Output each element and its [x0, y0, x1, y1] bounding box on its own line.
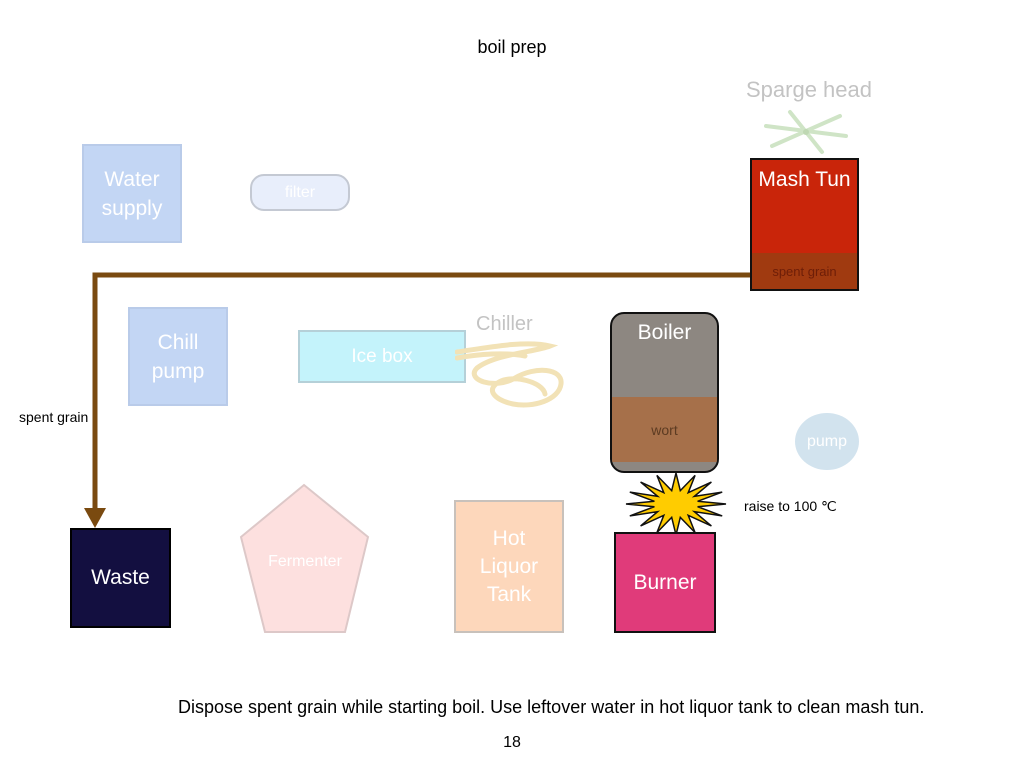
filter-box[interactable]: filter	[250, 174, 350, 211]
page-number: 18	[503, 734, 521, 751]
mash-tun-label: Mash Tun	[758, 168, 851, 191]
hot-liquor-tank-box[interactable]: Hot Liquor Tank	[454, 500, 564, 633]
pump-label: pump	[806, 432, 848, 450]
fermenter-pentagon[interactable]	[238, 482, 372, 636]
waste-label: Waste	[91, 566, 150, 589]
heat-instruction-label: raise to 100 ℃	[744, 498, 837, 514]
boiler-vessel[interactable]: Boiler wort	[610, 312, 719, 473]
spent-grain-label: spent grain	[772, 263, 837, 279]
spent-grain-flow-label: spent grain	[19, 409, 89, 425]
chill-pump-label: Chill pump	[151, 330, 205, 383]
boiler-label: Boiler	[637, 321, 692, 344]
slide-caption: Dispose spent grain while starting boil.…	[178, 697, 925, 717]
burner-label: Burner	[633, 570, 697, 594]
wort-label: wort	[651, 421, 678, 438]
slide-title: boil prep	[477, 37, 547, 57]
chiller-coil-icon	[455, 341, 564, 408]
water-supply-label: Water supply	[101, 167, 163, 220]
chill-pump-box[interactable]: Chill pump	[128, 307, 228, 406]
ice-box[interactable]: Ice box	[298, 330, 466, 383]
sparge-head-label: Sparge head	[746, 77, 872, 102]
ice-box-label: Ice box	[351, 345, 413, 367]
waste-box[interactable]: Waste	[70, 528, 171, 628]
boiler-contents: wort	[612, 397, 717, 462]
water-supply-box[interactable]: Water supply	[82, 144, 182, 243]
fermenter-label: Fermenter	[268, 553, 342, 570]
chiller-label: Chiller	[476, 313, 533, 335]
mash-tun-contents: spent grain	[752, 253, 857, 289]
filter-label: filter	[284, 183, 316, 201]
sparge-head-icon	[764, 110, 848, 154]
pump-circle[interactable]: pump	[795, 413, 859, 470]
mash-tun-vessel[interactable]: Mash Tun spent grain	[750, 158, 859, 291]
burner-box[interactable]: Burner	[614, 532, 716, 633]
hot-liquor-tank-label: Hot Liquor Tank	[479, 526, 539, 606]
flame-burst-icon	[625, 472, 727, 536]
